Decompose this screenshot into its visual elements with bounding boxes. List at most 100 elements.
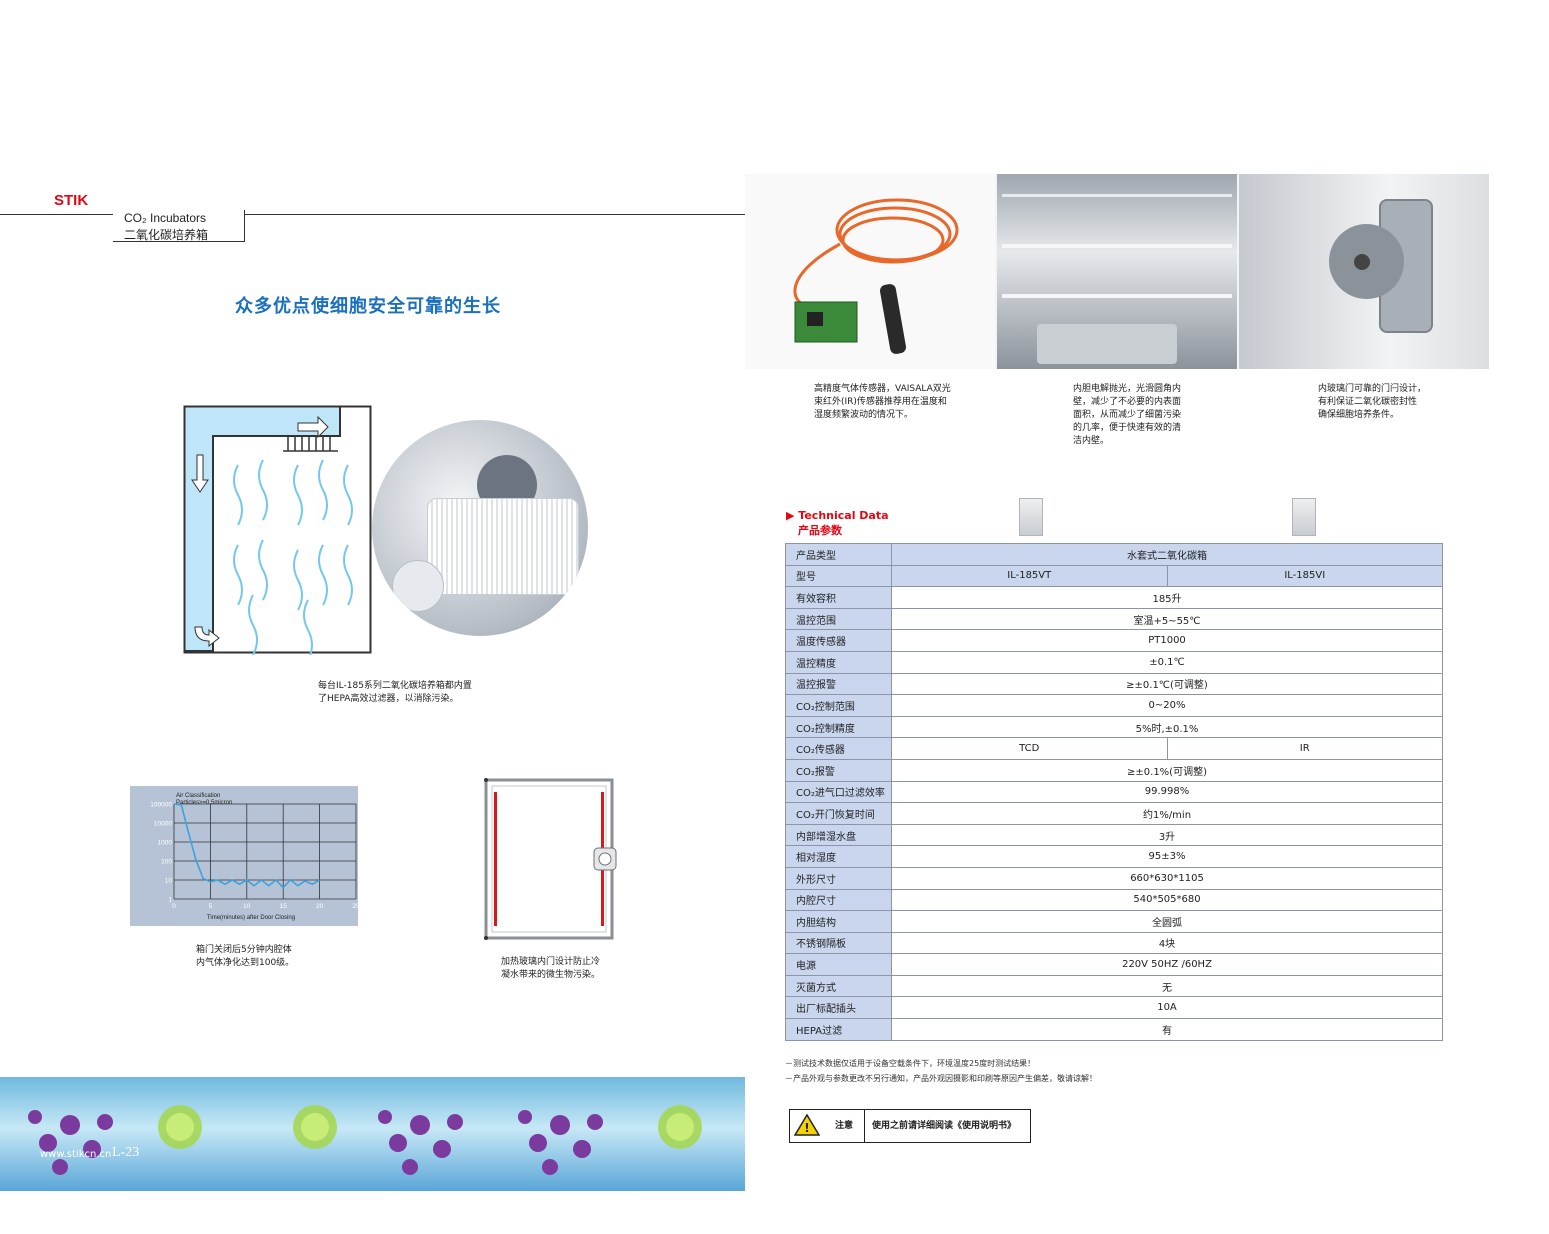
spec-label: 产品类型 (785, 543, 892, 566)
chamber-caption: 内胆电解抛光，光滑圆角内 壁，减少了不必要的内表面 面积，从而减少了细菌污染 的… (1073, 383, 1181, 448)
chart-title-line2: Particles>=0.5micron (176, 800, 232, 806)
caption-line: 内玻璃门可靠的门闩设计， (1318, 384, 1427, 394)
air-chart-caption: 箱门关闭后5分钟内腔体 内气体净化达到100级。 (196, 944, 294, 970)
spec-label: CO₂报警 (785, 758, 892, 782)
caption-line: 的几率，便于快速有效的清 (1073, 423, 1182, 433)
footer-website: www.stikcn.cn (40, 1149, 112, 1160)
spec-row: 温控范围室温+5~55℃ (785, 607, 1443, 631)
spec-value: 室温+5~55℃ (891, 607, 1443, 631)
tech-title-zh: 产品参数 (798, 524, 842, 537)
chart-x-tick-label: 15 (280, 903, 288, 910)
spec-value: 220V 50HZ /60HZ (891, 953, 1443, 976)
caption-line: 有利保证二氧化碳密封性 (1318, 397, 1418, 407)
spec-label: 不锈钢隔板 (785, 931, 892, 955)
spec-label: HEPA过滤 (785, 1018, 892, 1041)
spec-label: 温控报警 (785, 672, 892, 696)
airflow-diagram (183, 405, 372, 655)
product-thumb-vi (1292, 498, 1316, 536)
spec-value: PT1000 (891, 629, 1443, 652)
category-zh: 二氧化碳培养箱 (124, 228, 209, 242)
brand-logo: STIK (54, 192, 89, 209)
spec-row: 温控报警≥±0.1℃(可调整) (785, 672, 1443, 696)
spec-value: 有 (891, 1018, 1443, 1041)
chart-y-tick-label: 10 (165, 878, 173, 885)
spec-value: 99.998% (891, 780, 1443, 804)
ir-sensor-illustration (793, 198, 959, 354)
category-en: CO₂ Incubators (124, 211, 207, 225)
door-caption-line: 凝水带来的微生物污染。 (501, 970, 601, 980)
caption-line: 束红外(IR)传感器推荐用在温度和 (814, 397, 947, 407)
glass-door-diagram (484, 778, 617, 940)
spec-row: 温控精度±0.1℃ (785, 650, 1443, 674)
spec-row: CO₂开门恢复时间约1%/min (785, 802, 1443, 825)
door-caption: 加热玻璃内门设计防止冷 凝水带来的微生物污染。 (501, 956, 600, 982)
molecule-banner: www.stikcn.cn L-23 (0, 1077, 745, 1191)
air-chart-caption-line: 箱门关闭后5分钟内腔体 (196, 945, 292, 955)
spec-value: 95±3% (891, 845, 1443, 868)
spec-label: 内胆结构 (785, 910, 892, 933)
spec-label: 温度传感器 (785, 629, 892, 652)
spec-value: 0~20% (891, 694, 1443, 717)
chart-y-tick-label: 100 (161, 859, 172, 866)
spec-value: 185升 (891, 586, 1443, 609)
hepa-caption-line: 了HEPA高效过滤器，以消除污染。 (318, 694, 459, 704)
spec-label: 电源 (785, 953, 892, 976)
header-rule-right (245, 214, 745, 215)
caption-line: 确保细胞培养条件。 (1318, 410, 1400, 420)
chart-series-line (173, 803, 320, 889)
spec-label: 有效容积 (785, 586, 892, 609)
spec-label: 出厂标配插头 (785, 996, 892, 1020)
spec-label: CO₂开门恢复时间 (785, 802, 892, 825)
spec-value: IL-185VT (891, 564, 1168, 588)
spec-label: 灭菌方式 (785, 974, 892, 998)
tech-note: －产品外观与参数更改不另行通知，产品外观因摄影和印刷等原因产生偏差，敬请谅解！ (785, 1074, 1097, 1083)
spec-value: IL-185VI (1166, 564, 1443, 588)
tech-note: －测试技术数据仅适用于设备空载条件下，环境温度25度时测试结果！ (785, 1059, 1036, 1068)
caption-line: 面积，从而减少了细菌污染 (1073, 410, 1182, 420)
spec-value: 无 (891, 974, 1443, 998)
chart-y-tick-label: 100000 (150, 802, 172, 809)
chart-x-axis-label: Time(minutes) after Door Closing (207, 915, 295, 921)
caption-line: 湿度频繁波动的情况下。 (814, 410, 914, 420)
spec-value: ≥±0.1%(可调整) (891, 758, 1443, 782)
spec-label: 相对湿度 (785, 845, 892, 868)
caption-line: 壁，减少了不必要的内表面 (1073, 397, 1182, 407)
latch-caption: 内玻璃门可靠的门闩设计， 有利保证二氧化碳密封性 确保细胞培养条件。 (1318, 383, 1426, 422)
spec-row: HEPA过滤有 (785, 1018, 1443, 1041)
air-chart-caption-line: 内气体净化达到100级。 (196, 958, 295, 968)
spec-row: 内胆结构全圆弧 (785, 910, 1443, 933)
spec-value: 4块 (891, 931, 1443, 955)
chamber-interior-photo (997, 174, 1237, 369)
page-number: L-23 (112, 1145, 140, 1160)
chart-y-tick-label: 10000 (154, 821, 172, 828)
hepa-caption: 每台IL-185系列二氧化碳培养箱都内置 了HEPA高效过滤器，以消除污染。 (318, 680, 472, 706)
spec-value: 660*630*1105 (891, 866, 1443, 890)
spec-label: 内腔尺寸 (785, 888, 892, 912)
caption-line: 高精度气体传感器，VAISALA双光 (814, 384, 951, 394)
chart-x-tick-label: 20 (316, 903, 324, 910)
spec-row: 产品类型水套式二氧化碳箱 (785, 543, 1443, 566)
spec-label: 内部增湿水盘 (785, 823, 892, 847)
spec-value: 5%时,±0.1% (891, 715, 1443, 739)
warning-box: ! 注意 使用之前请详细阅读《使用说明书》 (789, 1109, 1031, 1143)
chart-x-tick-label: 0 (172, 903, 176, 910)
spec-value: 水套式二氧化碳箱 (891, 543, 1443, 566)
ir-sensor-photo (745, 174, 995, 369)
spec-value: IR (1166, 737, 1443, 760)
spec-label: 型号 (785, 564, 892, 588)
spec-value: 3升 (891, 823, 1443, 847)
spec-value: TCD (891, 737, 1168, 760)
chart-x-tick-label: 5 (209, 903, 213, 910)
chart-title: Air Classification (176, 793, 220, 799)
spec-label: CO₂进气口过滤效率 (785, 780, 892, 804)
